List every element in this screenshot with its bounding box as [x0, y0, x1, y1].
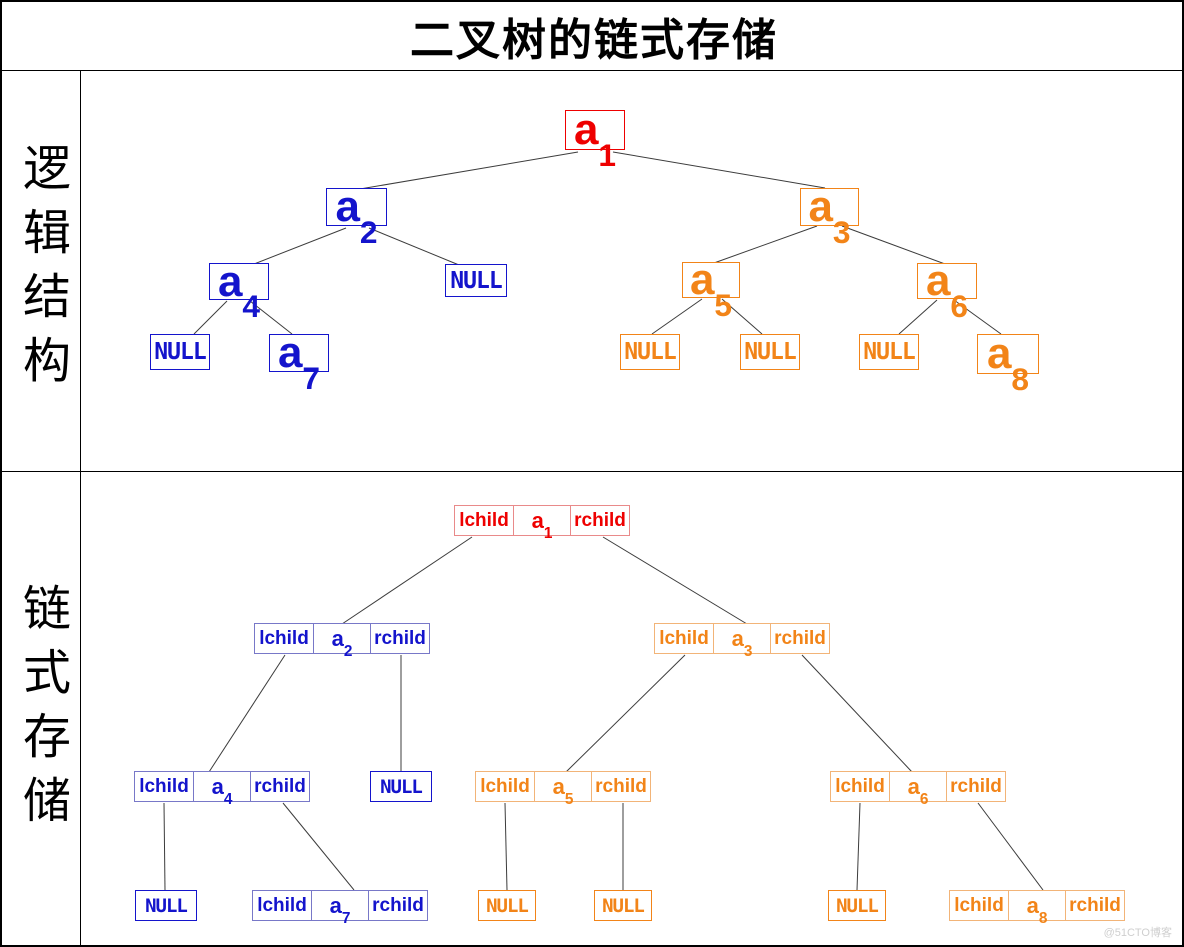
- linked-null-a5-right: NULL: [594, 890, 652, 921]
- rchild-cell: rchild: [591, 771, 651, 802]
- linked-node-a5: lchild a5 rchild: [475, 771, 651, 807]
- lchild-cell: lchild: [830, 771, 890, 802]
- node-label-a5: a5: [689, 255, 733, 323]
- linked-null-a4-left: NULL: [135, 890, 197, 921]
- rchild-cell: rchild: [570, 505, 630, 536]
- value-cell-a2: a2: [313, 623, 371, 659]
- node-label-a8: a8: [986, 329, 1030, 397]
- lchild-cell: lchild: [254, 623, 314, 654]
- lchild-cell: lchild: [454, 505, 514, 536]
- lchild-cell: lchild: [654, 623, 714, 654]
- logical-null-a5-left: NULL: [620, 334, 680, 370]
- sidebar-divider: [80, 70, 81, 945]
- node-label-a7: a7: [277, 328, 321, 396]
- logical-node-a1: a1: [565, 105, 625, 173]
- value-cell-a6: a6: [889, 771, 947, 807]
- lchild-cell: lchild: [475, 771, 535, 802]
- lchild-cell: lchild: [252, 890, 312, 921]
- rchild-cell: rchild: [368, 890, 428, 921]
- value-cell-a7: a7: [311, 890, 369, 926]
- logical-null-a6-left: NULL: [859, 334, 919, 370]
- section-divider: [2, 471, 1182, 472]
- linked-node-a4: lchild a4 rchild: [134, 771, 310, 807]
- linked-node-a8: lchild a8 rchild: [949, 890, 1125, 926]
- logical-node-a2: a2: [326, 182, 387, 250]
- value-cell-a8: a8: [1008, 890, 1066, 926]
- node-label-a4: a4: [217, 256, 261, 325]
- node-label-a2: a2: [335, 182, 378, 250]
- node-label-a1: a1: [573, 105, 617, 173]
- logical-node-a5: a5: [682, 258, 740, 321]
- value-cell-a1: a1: [513, 505, 571, 541]
- linked-node-a6: lchild a6 rchild: [830, 771, 1006, 807]
- linked-null-a5-left: NULL: [478, 890, 536, 921]
- title-bar: 二叉树的链式存储: [2, 2, 1182, 71]
- rchild-cell: rchild: [770, 623, 830, 654]
- watermark: @51CTO博客: [1103, 927, 1172, 939]
- logical-node-a8: a8: [977, 329, 1039, 397]
- linked-null-a2-right: NULL: [370, 771, 432, 802]
- rchild-cell: rchild: [1065, 890, 1125, 921]
- linked-node-a7: lchild a7 rchild: [252, 890, 428, 926]
- logical-node-a7: a7: [269, 328, 329, 396]
- value-cell-a4: a4: [193, 771, 251, 807]
- section-label-linked: 链式存储: [15, 582, 68, 839]
- node-label-a3: a3: [808, 182, 851, 250]
- rchild-cell: rchild: [946, 771, 1006, 802]
- linked-node-a3: lchild a3 rchild: [654, 623, 830, 659]
- rchild-cell: rchild: [370, 623, 430, 654]
- linked-node-a2: lchild a2 rchild: [254, 623, 430, 659]
- logical-node-a3: a3: [800, 182, 859, 250]
- page-title: 二叉树的链式存储: [410, 16, 778, 65]
- logical-null-a2-right: NULL: [445, 264, 507, 297]
- section-label-logical: 逻辑结构: [15, 143, 68, 399]
- linked-node-a1: lchild a1 rchild: [454, 505, 630, 541]
- logical-node-a4: a4: [209, 259, 269, 322]
- logical-null-a4-left: NULL: [150, 334, 210, 370]
- lchild-cell: lchild: [134, 771, 194, 802]
- node-label-a6: a6: [925, 256, 969, 324]
- logical-null-a5-right: NULL: [740, 334, 800, 370]
- value-cell-a3: a3: [713, 623, 771, 659]
- lchild-cell: lchild: [949, 890, 1009, 921]
- logical-node-a6: a6: [917, 259, 977, 322]
- value-cell-a5: a5: [534, 771, 592, 807]
- rchild-cell: rchild: [250, 771, 310, 802]
- linked-null-a6-left: NULL: [828, 890, 886, 921]
